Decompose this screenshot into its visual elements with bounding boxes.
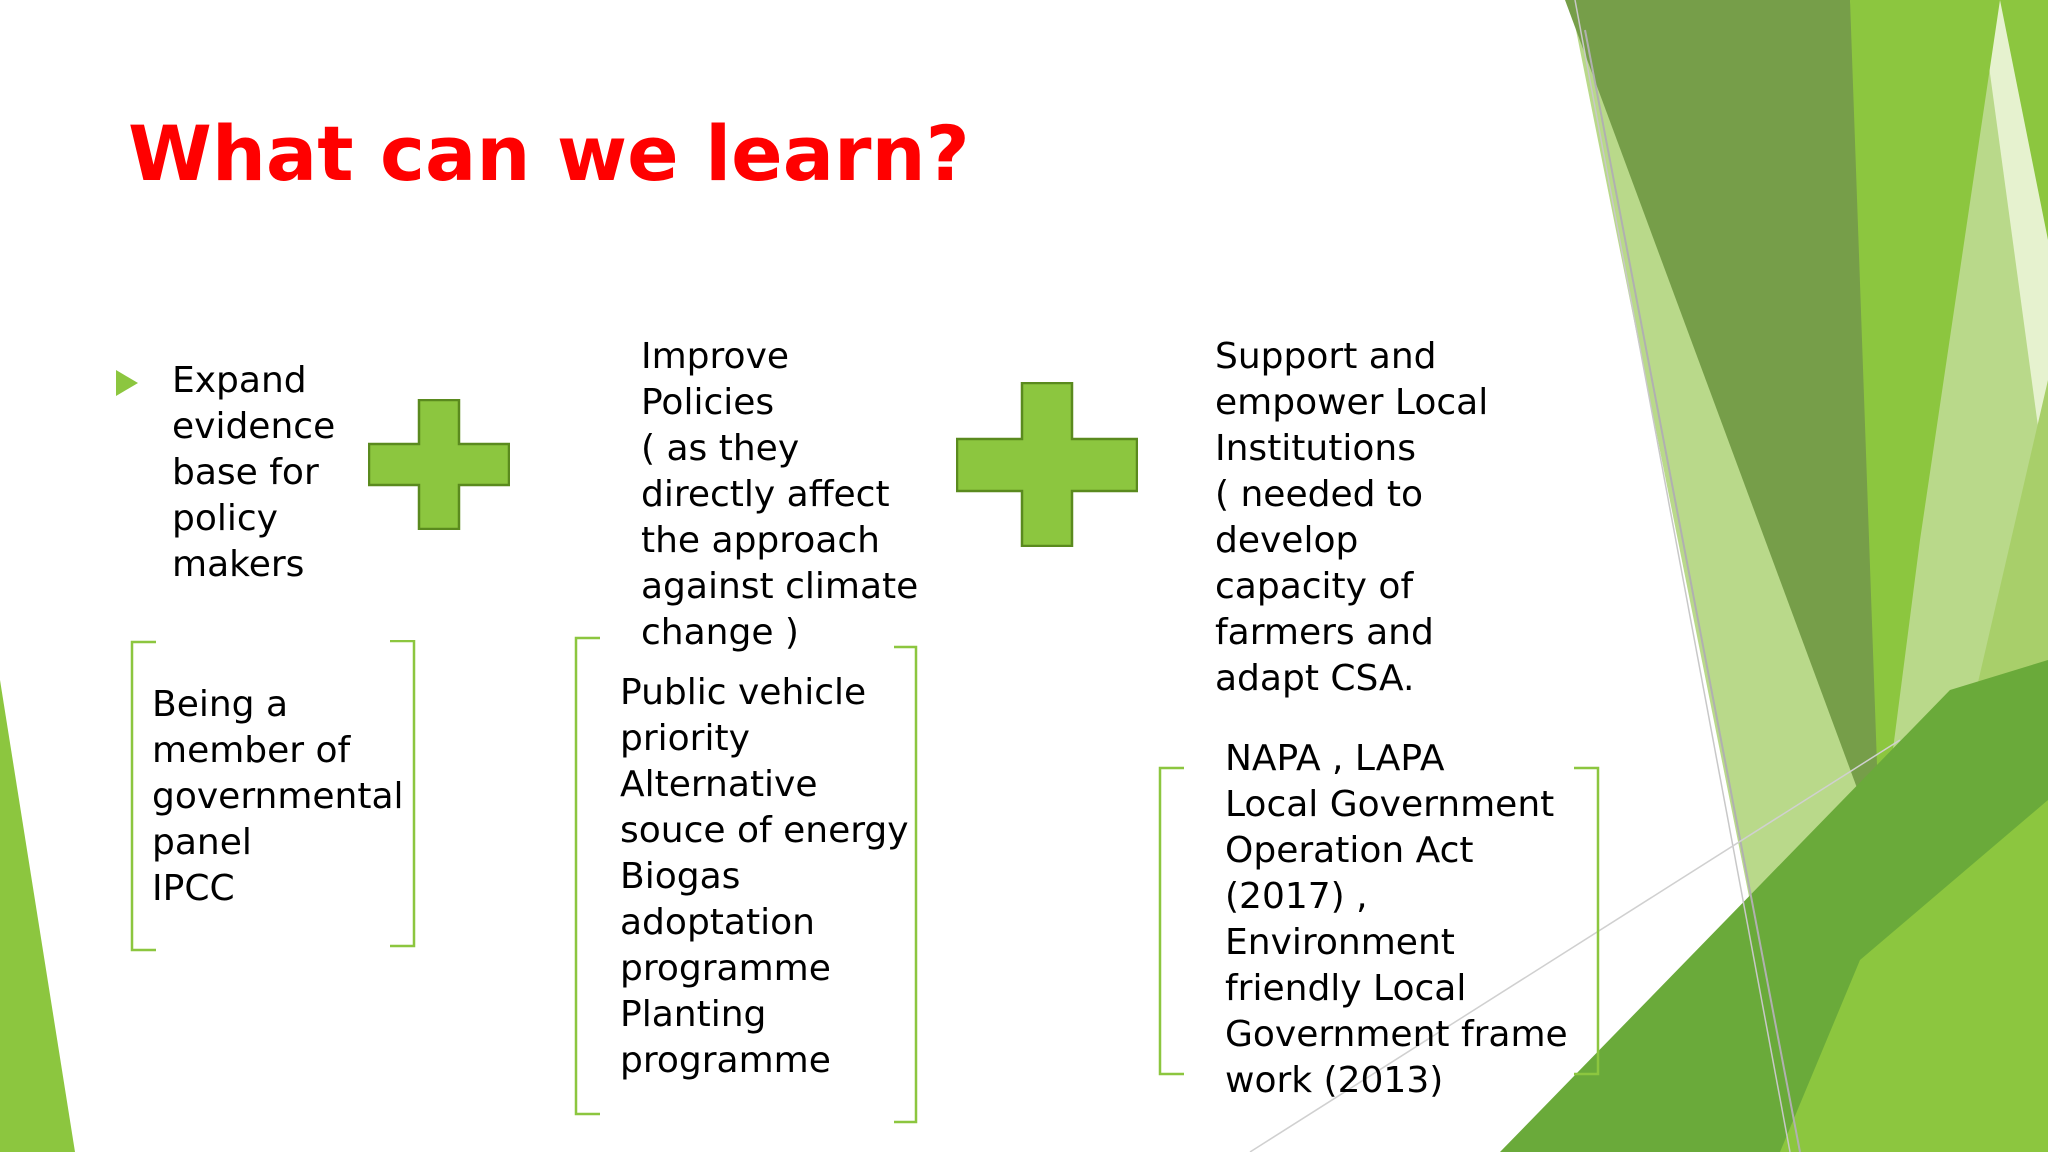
bracket-box-1 <box>130 640 416 952</box>
right-olive-wedge <box>1565 0 1920 850</box>
text-line: capacity of <box>1215 566 1414 607</box>
text-line: Institutions <box>1215 428 1416 469</box>
plus-icon <box>956 382 1138 547</box>
text-line: adapt CSA. <box>1215 658 1415 699</box>
thin-line-1 <box>1584 29 1801 1152</box>
thin-line-3 <box>1249 739 1901 1152</box>
text-line: NAPA , LAPA <box>1225 738 1445 779</box>
text-line: adoptation <box>620 902 815 943</box>
text-line: base for <box>172 452 319 493</box>
text-line: ( needed to <box>1215 474 1424 515</box>
text-line: governmental <box>152 776 404 817</box>
text-line: evidence <box>172 406 336 447</box>
column-3-detail: NAPA , LAPA Local Government Operation A… <box>1225 736 1568 1104</box>
text-line: ( as they <box>641 428 800 469</box>
right-bright-strip <box>1850 0 2000 850</box>
text-line: directly affect <box>641 474 890 515</box>
text-line: Expand <box>172 360 307 401</box>
text-line: change ) <box>641 612 799 653</box>
bracket-box-3 <box>1158 766 1600 1076</box>
left-green-strip <box>0 680 75 1152</box>
text-line: priority <box>620 718 750 759</box>
slide-title: What can we learn? <box>128 109 970 198</box>
thin-line-2 <box>1574 0 1791 1152</box>
bottom-bright-wedge <box>1780 800 2048 1152</box>
text-line: IPCC <box>152 868 235 909</box>
text-line: against climate <box>641 566 919 607</box>
text-line: member of <box>152 730 351 771</box>
text-line: Public vehicle <box>620 672 867 713</box>
column-1-detail: Being a member of governmental panel IPC… <box>152 682 404 912</box>
column-2-heading: Improve Policies ( as they directly affe… <box>641 334 918 656</box>
text-line: farmers and <box>1215 612 1434 653</box>
bracket-box-2 <box>574 636 918 1124</box>
text-line: Operation Act <box>1225 830 1474 871</box>
text-line: develop <box>1215 520 1359 561</box>
text-line: Local Government <box>1225 784 1555 825</box>
text-line: Alternative <box>620 764 818 805</box>
column-3-heading: Support and empower Local Institutions (… <box>1215 334 1488 702</box>
text-line: programme <box>620 948 831 989</box>
text-line: (2017) , <box>1225 876 1368 917</box>
text-line: Improve <box>641 336 790 377</box>
text-line: work (2013) <box>1225 1060 1444 1101</box>
text-line: souce of energy <box>620 810 909 851</box>
column-2-detail: Public vehicle priority Alternative souc… <box>620 670 909 1084</box>
bullet-arrow-icon <box>116 370 138 396</box>
text-line: empower Local <box>1215 382 1489 423</box>
text-line: makers <box>172 544 305 585</box>
text-line: Government frame <box>1225 1014 1568 1055</box>
text-line: Biogas <box>620 856 741 897</box>
text-line: Policies <box>641 382 775 423</box>
text-line: Planting <box>620 994 767 1035</box>
text-line: Support and <box>1215 336 1437 377</box>
text-line: friendly Local <box>1225 968 1467 1009</box>
right-top-lime <box>2000 0 2048 240</box>
plus-icon <box>368 399 510 530</box>
text-line: panel <box>152 822 252 863</box>
column-1-heading: Expand evidence base for policy makers <box>172 358 335 588</box>
text-line: programme <box>620 1040 831 1081</box>
text-line: policy <box>172 498 278 539</box>
text-line: the approach <box>641 520 880 561</box>
text-line: Being a <box>152 684 289 725</box>
text-line: Environment <box>1225 922 1455 963</box>
